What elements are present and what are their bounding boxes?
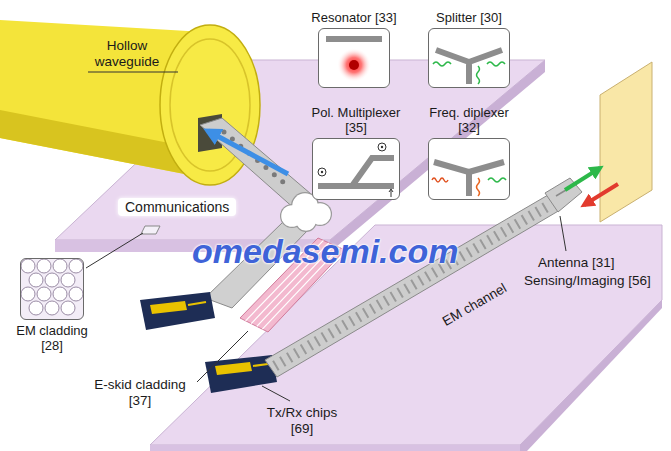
cladding-hole — [61, 301, 75, 315]
wave — [488, 178, 506, 182]
inset-frame: EM cladding [28] — [20, 258, 84, 320]
inset-heading: Freq. diplexer [32] — [422, 105, 517, 135]
part-label: Antenna [31] — [538, 255, 615, 271]
wave — [477, 178, 480, 196]
part-label: Sensing/Imaging [56] — [524, 273, 651, 289]
part-label: Hollow waveguide — [88, 38, 166, 70]
wave — [433, 62, 451, 66]
inset-heading: Pol. Multiplexer [35] — [304, 105, 409, 135]
inset-ground — [428, 138, 510, 200]
leader-line — [197, 331, 248, 382]
pol-symbol — [389, 189, 393, 197]
inset-ground — [428, 28, 510, 88]
platform-side — [150, 445, 520, 451]
tx-arrow — [565, 168, 600, 190]
inset-heading: Resonator [33] — [311, 10, 396, 25]
pol-symbol — [381, 146, 383, 148]
chip-pad — [150, 301, 187, 314]
wave — [487, 62, 505, 66]
em-channel — [265, 195, 560, 377]
platform-side — [520, 300, 662, 451]
inset-ground — [20, 258, 84, 320]
cladding-hole — [37, 259, 51, 273]
cladding-hole — [61, 273, 75, 287]
chip — [140, 292, 215, 330]
cladding-hole — [69, 259, 83, 273]
rx-arrow — [584, 184, 618, 205]
multiplexer-shape — [318, 158, 394, 186]
cladding-hole — [69, 287, 83, 301]
resonator-glow — [337, 48, 371, 82]
cladding-holes — [21, 259, 83, 315]
part-label: EM channel — [440, 280, 510, 330]
inset-frame: Freq. diplexer [32] — [428, 138, 510, 200]
target-plane — [600, 62, 652, 222]
pol-symbol — [378, 143, 386, 151]
inset-frame: Splitter [30] — [428, 28, 510, 88]
channel-teeth — [275, 206, 548, 366]
platform-top — [150, 225, 662, 445]
chip-wire — [253, 364, 268, 366]
part-label: Tx/Rx chips [69] — [262, 405, 342, 437]
cladding-hole — [21, 287, 35, 301]
resonator-bar — [326, 36, 382, 42]
comm-arrow — [208, 131, 288, 174]
leader-line — [560, 216, 566, 251]
chip-pad — [215, 362, 252, 375]
cladding-patch — [141, 226, 160, 234]
watermark: omedasemi.com — [192, 232, 458, 271]
inset-ground — [312, 138, 400, 200]
cladding-hole — [45, 273, 59, 287]
cloud-fill — [296, 211, 316, 231]
cladding-hole — [53, 287, 67, 301]
cladding-hole — [45, 301, 59, 315]
inset-frame: Resonator [33] — [318, 28, 390, 88]
inset-ground — [318, 28, 390, 88]
cladding-hole — [29, 301, 43, 315]
inset-frame: Pol. Multiplexer [35] — [312, 138, 400, 200]
inset-heading: EM cladding [28] — [10, 323, 95, 353]
cladding-hole — [37, 287, 51, 301]
part-label: E-skid cladding [37] — [84, 377, 196, 409]
wave — [432, 178, 448, 182]
leader-line — [88, 72, 178, 73]
splitter-shape — [436, 50, 502, 84]
cladding-hole — [29, 273, 43, 287]
pol-symbol — [321, 171, 323, 173]
section-label: Communications — [118, 198, 236, 216]
resonator-disk — [349, 60, 359, 70]
leader-line — [86, 233, 143, 268]
chip-wire — [188, 302, 206, 305]
pol-symbol — [318, 168, 326, 176]
inset-heading: Splitter [30] — [436, 10, 502, 25]
cladding-hole — [53, 259, 67, 273]
cladding-hole — [21, 259, 35, 273]
leader-line — [262, 386, 290, 401]
wave — [477, 66, 480, 84]
